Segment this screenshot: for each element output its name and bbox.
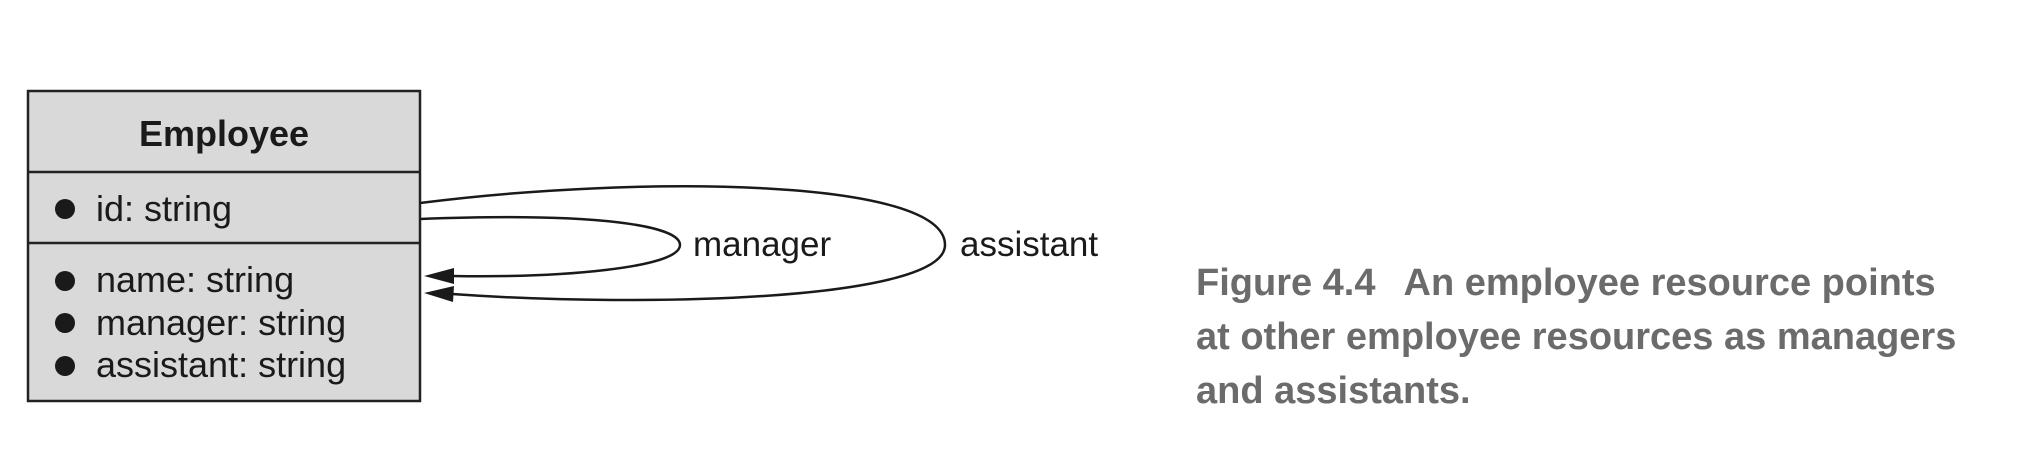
figure-label: Figure 4.4 <box>1196 262 1376 304</box>
manager-field: manager: string <box>96 302 346 343</box>
name-field-bullet <box>55 271 75 291</box>
manager-relationship-label: manager <box>693 225 831 264</box>
id-field: id: string <box>96 188 232 229</box>
assistant-field: assistant: string <box>96 344 346 385</box>
assistant-field-bullet <box>55 356 75 376</box>
class-box-frame <box>26 89 422 403</box>
class-title: Employee <box>139 113 309 154</box>
assistant-relationship-line <box>419 185 947 302</box>
manager-field-bullet <box>55 313 75 333</box>
name-field: name: string <box>96 259 294 300</box>
assistant-relationship-label: assistant <box>960 225 1098 264</box>
manager-arrowhead <box>424 268 454 284</box>
manager-relationship-line <box>419 215 682 278</box>
assistant-arrowhead <box>424 286 454 302</box>
figure-caption-text: An employee resource points at other emp… <box>1196 262 1957 412</box>
id-field-bullet <box>55 199 75 219</box>
employee-class-box: Employee id: string name: string manager… <box>26 89 422 403</box>
